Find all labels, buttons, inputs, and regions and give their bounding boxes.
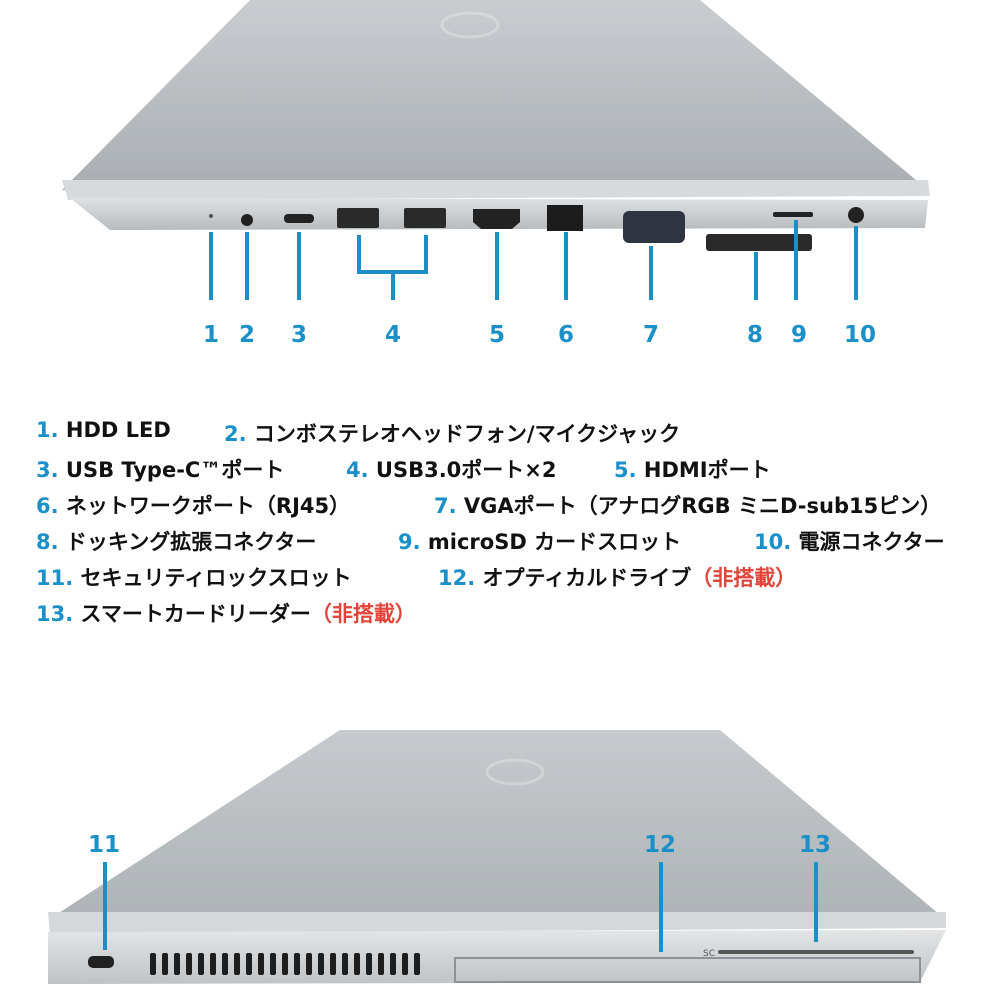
docking-connector	[706, 234, 812, 251]
legend-text: USB Type-C™ポート	[65, 458, 285, 482]
legend-item-1: 1. HDD LED	[36, 418, 171, 442]
not-equipped-note: （非搭載）	[691, 566, 797, 590]
laptop-right-side-photo	[62, 0, 930, 300]
legend-item-8: 8. ドッキング拡張コネクター	[36, 526, 316, 556]
hdmi-port	[473, 209, 520, 229]
callout-8: 8	[746, 322, 764, 348]
legend-item-9: 9. microSD カードスロット	[398, 526, 681, 556]
lid-edge	[62, 180, 930, 200]
legend-item-5: 5. HDMIポート	[614, 454, 771, 484]
legend-item-11: 11. セキュリティロックスロット	[36, 562, 352, 592]
security-lock-slot	[88, 956, 114, 968]
callout-3: 3	[290, 322, 308, 348]
legend-num: 7.	[434, 494, 457, 518]
callout-9: 9	[790, 322, 808, 348]
usb-c-port	[284, 214, 314, 223]
callout-5: 5	[488, 322, 506, 348]
legend-text: スマートカードリーダー	[80, 602, 311, 626]
not-equipped-note: （非搭載）	[310, 602, 416, 626]
hp-logo-icon	[485, 758, 545, 786]
legend-item-3: 3. USB Type-C™ポート	[36, 454, 284, 484]
audio-jack-port	[241, 214, 253, 226]
callout-lines-top	[209, 220, 858, 300]
callout-4: 4	[384, 322, 402, 348]
power-connector-port	[848, 207, 864, 223]
legend-num: 9.	[398, 530, 421, 554]
legend-num: 12.	[438, 566, 476, 590]
legend-item-13: 13. スマートカードリーダー（非搭載）	[36, 598, 416, 628]
callout-1: 1	[202, 322, 220, 348]
optical-drive-bay	[454, 957, 921, 983]
callout-10: 10	[843, 322, 877, 348]
legend-text: セキュリティロックスロット	[80, 566, 352, 590]
vga-port	[623, 211, 685, 243]
legend-text: ドッキング拡張コネクター	[65, 530, 317, 554]
legend-text: コンボステレオヘッドフォン/マイクジャック	[253, 422, 681, 446]
legend-text: オプティカルドライブ	[482, 566, 692, 590]
legend-item-7: 7. VGAポート（アナログRGB ミニD-sub15ピン）	[434, 490, 941, 520]
legend-text: USB3.0ポート×2	[375, 458, 557, 482]
callout-12: 12	[643, 832, 677, 858]
hp-logo-icon	[440, 11, 500, 39]
callout-11: 11	[87, 832, 121, 858]
legend-item-12: 12. オプティカルドライブ（非搭載）	[438, 562, 796, 592]
hdd-led-icon	[209, 214, 213, 218]
legend-num: 1.	[36, 418, 59, 442]
legend-num: 3.	[36, 458, 59, 482]
legend-text: 電源コネクター	[798, 530, 945, 554]
laptop-lid	[48, 730, 946, 920]
sc-label: SC	[703, 949, 715, 959]
smart-card-slot	[718, 950, 914, 954]
laptop-left-side-photo: SC	[48, 730, 946, 984]
legend-num: 11.	[36, 566, 74, 590]
usb-a-port-1	[337, 208, 379, 228]
legend-num: 4.	[346, 458, 369, 482]
callout-2: 2	[238, 322, 256, 348]
legend-num: 10.	[754, 530, 792, 554]
callout-13: 13	[798, 832, 832, 858]
legend-item-4: 4. USB3.0ポート×2	[346, 454, 557, 484]
legend-num: 13.	[36, 602, 74, 626]
legend-item-2: 2. コンボステレオヘッドフォン/マイクジャック	[224, 418, 680, 448]
legend-item-10: 10. 電源コネクター	[754, 526, 945, 556]
callout-6: 6	[557, 322, 575, 348]
legend-num: 6.	[36, 494, 59, 518]
legend-text: VGAポート（アナログRGB ミニD-sub15ピン）	[463, 494, 942, 518]
legend-text: microSD カードスロット	[427, 530, 682, 554]
callout-7: 7	[642, 322, 660, 348]
legend-text: HDMIポート	[643, 458, 771, 482]
legend-item-6: 6. ネットワークポート（RJ45）	[36, 490, 350, 520]
legend-num: 2.	[224, 422, 247, 446]
legend-num: 8.	[36, 530, 59, 554]
air-vents	[150, 953, 420, 975]
rj45-port	[547, 205, 583, 231]
callout-lines-bottom	[103, 862, 818, 952]
usb-a-port-2	[404, 208, 446, 228]
lid-edge	[48, 912, 946, 934]
legend-text: ネットワークポート（RJ45）	[65, 494, 351, 518]
microsd-slot	[773, 212, 813, 217]
legend-num: 5.	[614, 458, 637, 482]
legend-text: HDD LED	[65, 418, 171, 442]
laptop-lid	[62, 0, 928, 190]
